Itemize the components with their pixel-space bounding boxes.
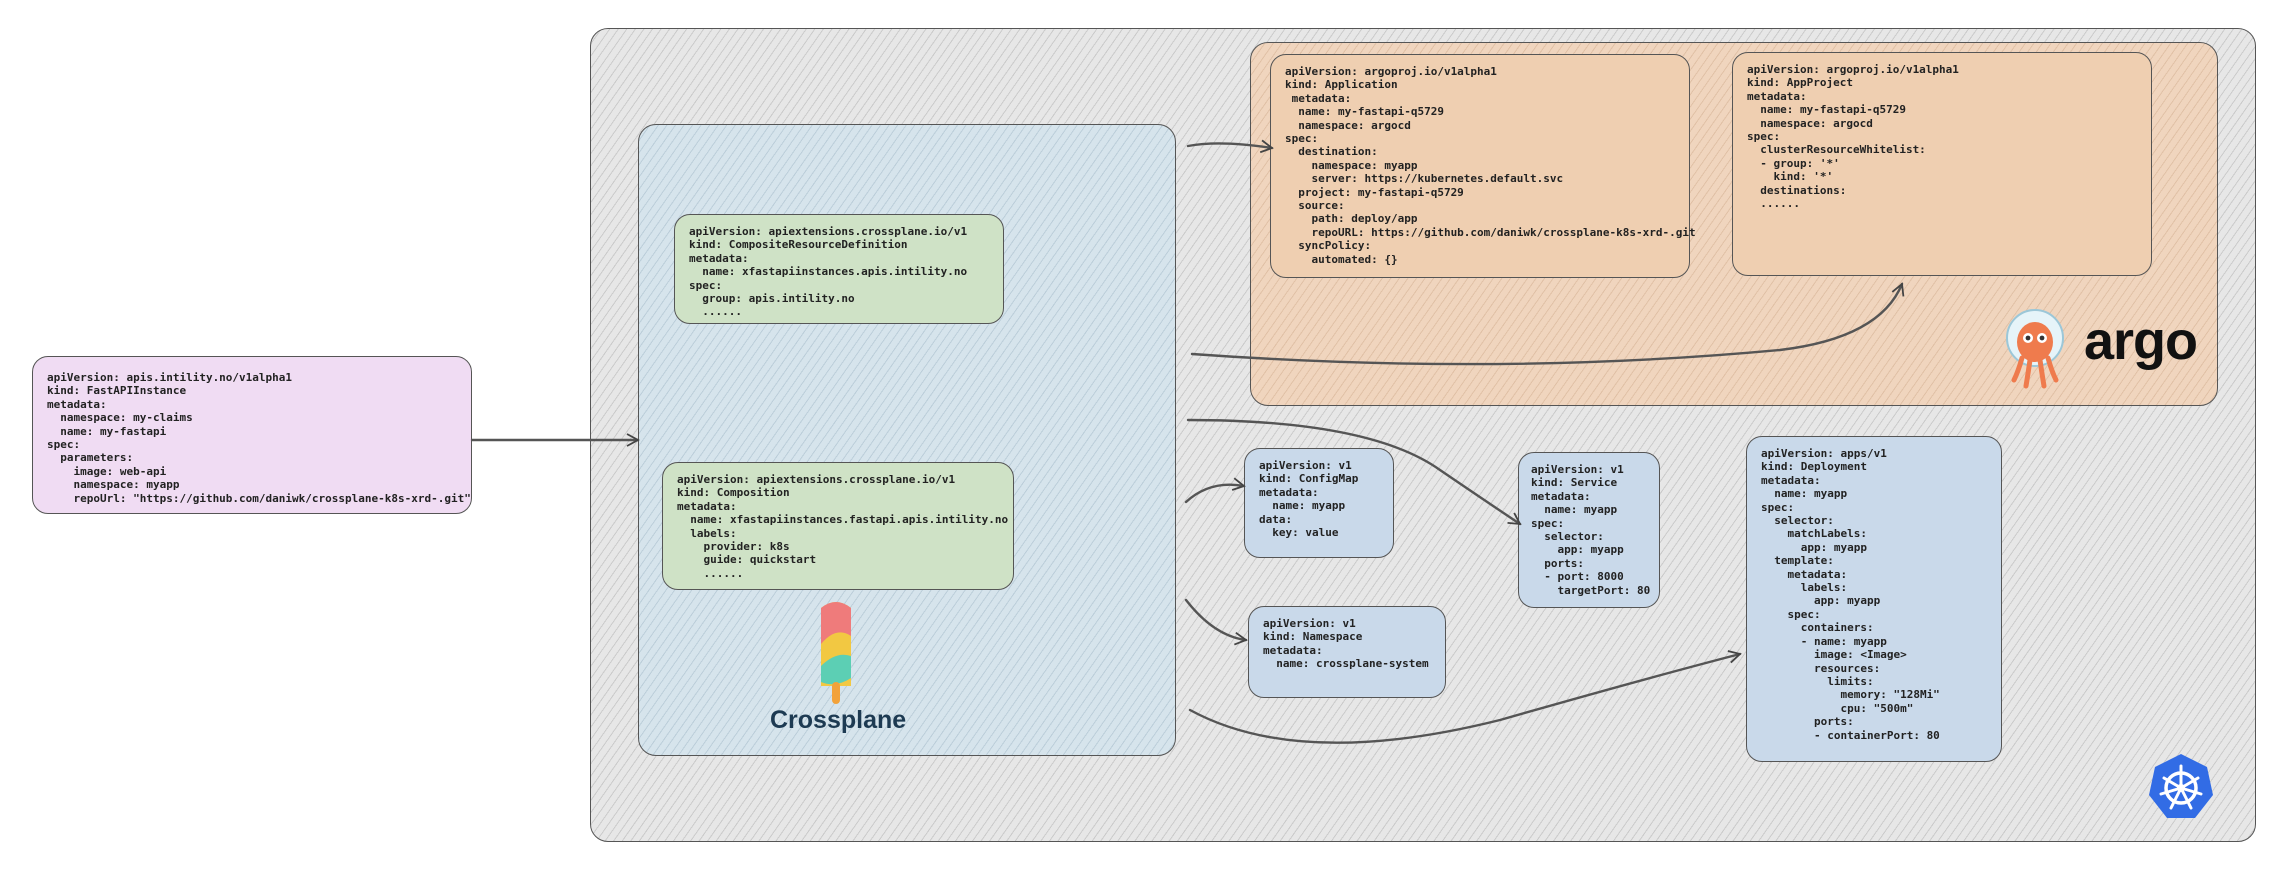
xrd-card: apiVersion: apiextensions.crossplane.io/… [674, 214, 1004, 324]
argo-appproject-code: apiVersion: argoproj.io/v1alpha1 kind: A… [1747, 63, 1959, 211]
configmap-code: apiVersion: v1 kind: ConfigMap metadata:… [1259, 459, 1359, 540]
deployment-card: apiVersion: apps/v1 kind: Deployment met… [1746, 436, 2002, 762]
deployment-code: apiVersion: apps/v1 kind: Deployment met… [1761, 447, 1940, 742]
claim-code: apiVersion: apis.intility.no/v1alpha1 ki… [47, 371, 471, 505]
composition-code: apiVersion: apiextensions.crossplane.io/… [677, 473, 1009, 580]
argo-logo-text: argo [2084, 311, 2198, 371]
argo-application-card: apiVersion: argoproj.io/v1alpha1 kind: A… [1270, 54, 1696, 278]
crossplane-logo: Crossplane [766, 596, 906, 736]
kubernetes-helm-icon [2149, 754, 2213, 818]
arrow-to-argo-appproject [1190, 282, 1905, 366]
arrow-to-deployment [1188, 650, 1742, 744]
claim-card: apiVersion: apis.intility.no/v1alpha1 ki… [32, 356, 472, 514]
xrd-code: apiVersion: apiextensions.crossplane.io/… [689, 225, 968, 319]
service-code: apiVersion: v1 kind: Service metadata: n… [1531, 463, 1651, 597]
namespace-code: apiVersion: v1 kind: Namespace metadata:… [1263, 617, 1429, 671]
arrow-to-service [1186, 418, 1522, 526]
service-card: apiVersion: v1 kind: Service metadata: n… [1518, 452, 1660, 608]
arrow-to-configmap [1184, 477, 1246, 504]
arrow-to-namespace [1184, 598, 1248, 646]
argo-application-code: apiVersion: argoproj.io/v1alpha1 kind: A… [1285, 65, 1696, 266]
composition-card: apiVersion: apiextensions.crossplane.io/… [662, 462, 1014, 590]
crossplane-popsicle-icon [821, 602, 851, 704]
crossplane-logo-text: Crossplane [770, 706, 907, 734]
argo-appproject-card: apiVersion: argoproj.io/v1alpha1 kind: A… [1732, 52, 2152, 276]
namespace-card: apiVersion: v1 kind: Namespace metadata:… [1248, 606, 1446, 698]
arrow-to-argo-application [1186, 139, 1274, 154]
configmap-card: apiVersion: v1 kind: ConfigMap metadata:… [1244, 448, 1394, 558]
argo-octopus-icon [2006, 309, 2064, 389]
